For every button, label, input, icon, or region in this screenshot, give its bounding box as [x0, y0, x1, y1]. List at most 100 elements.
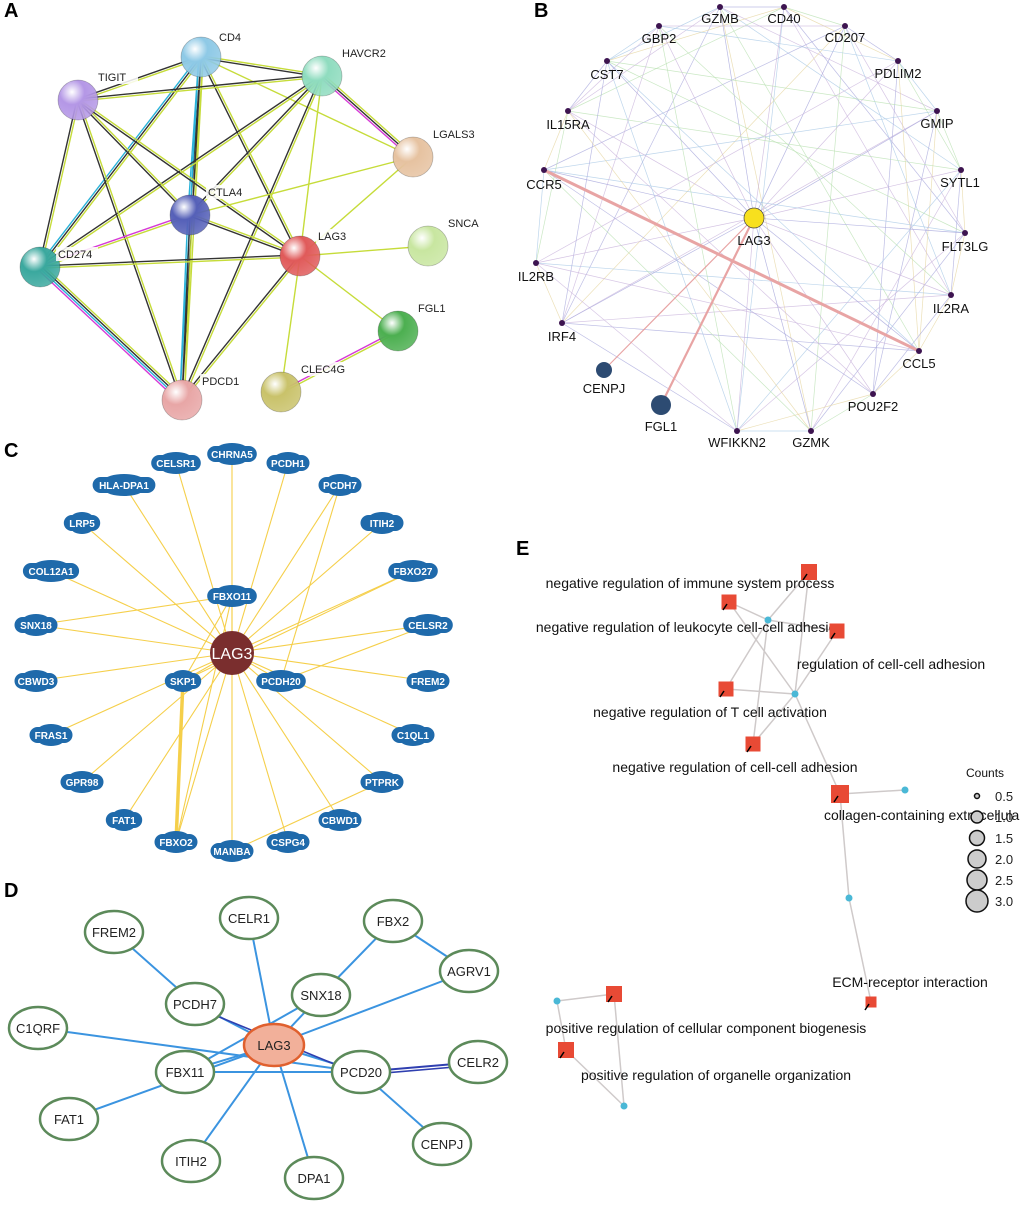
- edge: [810, 232, 966, 432]
- node-itih2: [160, 1138, 222, 1184]
- edge-pcdh20-pcdh7: [280, 484, 341, 682]
- term-node-4: [745, 736, 761, 752]
- edge: [606, 6, 785, 62]
- panel-d-letter: D: [4, 880, 19, 902]
- label-bg: [416, 301, 451, 315]
- node-ccr5: [541, 167, 547, 173]
- legend-label: 1.0: [995, 810, 1013, 825]
- node-label-pcdh7: PCDH7: [173, 997, 217, 1012]
- term-node-2: [829, 623, 845, 639]
- node-label-irf4: IRF4: [548, 329, 576, 344]
- label-bg: [446, 216, 481, 230]
- edge-cd4-cd274: [41, 57, 204, 269]
- edge-tigit-ctla4: [76, 100, 190, 217]
- node-label-fbxo27: FBXO27: [394, 567, 433, 578]
- edge-agrv1-lag3: [273, 970, 470, 1046]
- edge-pcdh20-celsr2: [280, 624, 429, 682]
- edge-tigit-ctla4: [78, 98, 192, 215]
- edge: [561, 294, 952, 324]
- label-bg: [217, 30, 244, 44]
- edge-term-gene: [565, 1049, 625, 1107]
- edge-lag3-cbwd3: [35, 652, 233, 682]
- edge-cd4-lag3: [201, 56, 302, 256]
- edge-cd4-lag3: [199, 57, 300, 257]
- edge-lag3-cspg4: [231, 652, 289, 843]
- legend-label: 2.5: [995, 873, 1013, 888]
- node-celr1: [218, 895, 280, 941]
- edge: [535, 110, 569, 264]
- node-bump: [369, 522, 395, 534]
- edge-term-gene: [613, 993, 625, 1107]
- edge-lag3-fgl1: [660, 217, 755, 406]
- node-label-hla-dpa1: HLA-DPA1: [99, 481, 149, 492]
- node-label-gzmk: GZMK: [792, 435, 830, 450]
- edge-tigit-pdcd1: [78, 99, 184, 400]
- node-cst7: [604, 58, 610, 64]
- node-cd207: [842, 23, 848, 29]
- edge-term-gene: [725, 688, 796, 695]
- node-bump: [398, 570, 428, 582]
- enrichment-network-e: negative regulation of immune system pro…: [536, 564, 1020, 1110]
- node-label-ccl5: CCL5: [902, 356, 935, 371]
- node-bump: [413, 614, 443, 626]
- node-label-havcr2: HAVCR2: [342, 48, 386, 60]
- node-celr2: [447, 1039, 509, 1085]
- node-cd4: [180, 36, 222, 78]
- edge: [658, 25, 899, 62]
- term-label: negative regulation of immune system pro…: [546, 575, 835, 591]
- node-label-chrna5: CHRNA5: [211, 450, 253, 461]
- edge-lag3-cd274: [39, 254, 300, 267]
- node-label-agrv1: AGRV1: [447, 964, 491, 979]
- node-bump: [113, 819, 135, 831]
- node-label-c1ql1: C1QL1: [397, 731, 430, 742]
- node-label-fbxo2: FBXO2: [159, 838, 193, 849]
- term-label: positive regulation of organelle organiz…: [581, 1067, 851, 1083]
- label-bg: [431, 127, 481, 141]
- edge: [606, 60, 920, 352]
- node-bump: [163, 841, 189, 853]
- node-bump: [163, 831, 189, 843]
- edge-cd274-pdcd1: [38, 267, 182, 402]
- node-lag3: [210, 631, 254, 675]
- edge: [783, 6, 966, 234]
- edge-lag3-col12a1: [50, 570, 233, 654]
- panel-e-letter: E: [516, 538, 530, 560]
- edge: [606, 60, 938, 112]
- legend-size-circle: [967, 849, 987, 869]
- node-bump: [369, 781, 395, 793]
- node-pcd20: [330, 1049, 392, 1095]
- edge-havcr2-tigit: [77, 74, 322, 100]
- node-pou2f2: [870, 391, 876, 397]
- label-bg: [200, 374, 242, 388]
- gene-node: [764, 616, 772, 624]
- node-bump: [71, 522, 93, 534]
- node-label-itih2: ITIH2: [175, 1154, 207, 1169]
- node-gzmk: [808, 428, 814, 434]
- edge-term-gene: [794, 693, 841, 795]
- node-pdcd1: [161, 379, 203, 421]
- edge-havcr2-lgals3: [321, 75, 414, 158]
- legend-label: 3.0: [995, 894, 1013, 909]
- node-il2ra: [948, 292, 954, 298]
- node-flt3lg: [962, 230, 968, 236]
- node-bump: [327, 809, 353, 821]
- node-cenpj: [596, 362, 612, 378]
- gene-node: [620, 1102, 628, 1110]
- edge: [561, 322, 738, 432]
- edge-lag3-cbwd1: [231, 652, 341, 821]
- node-label-gzmb: GZMB: [701, 11, 739, 26]
- edge-term-gene: [556, 1000, 567, 1051]
- edge: [567, 110, 812, 432]
- edge: [918, 294, 952, 352]
- edge-ctla4-pdcd1: [183, 215, 193, 401]
- term-label: negative regulation of leukocyte cell-ce…: [536, 619, 844, 635]
- edge: [567, 25, 660, 112]
- edge-lag3: [753, 60, 899, 219]
- label-bg: [340, 46, 390, 60]
- node-label-fras1: FRAS1: [35, 731, 68, 742]
- node-bump: [275, 462, 301, 474]
